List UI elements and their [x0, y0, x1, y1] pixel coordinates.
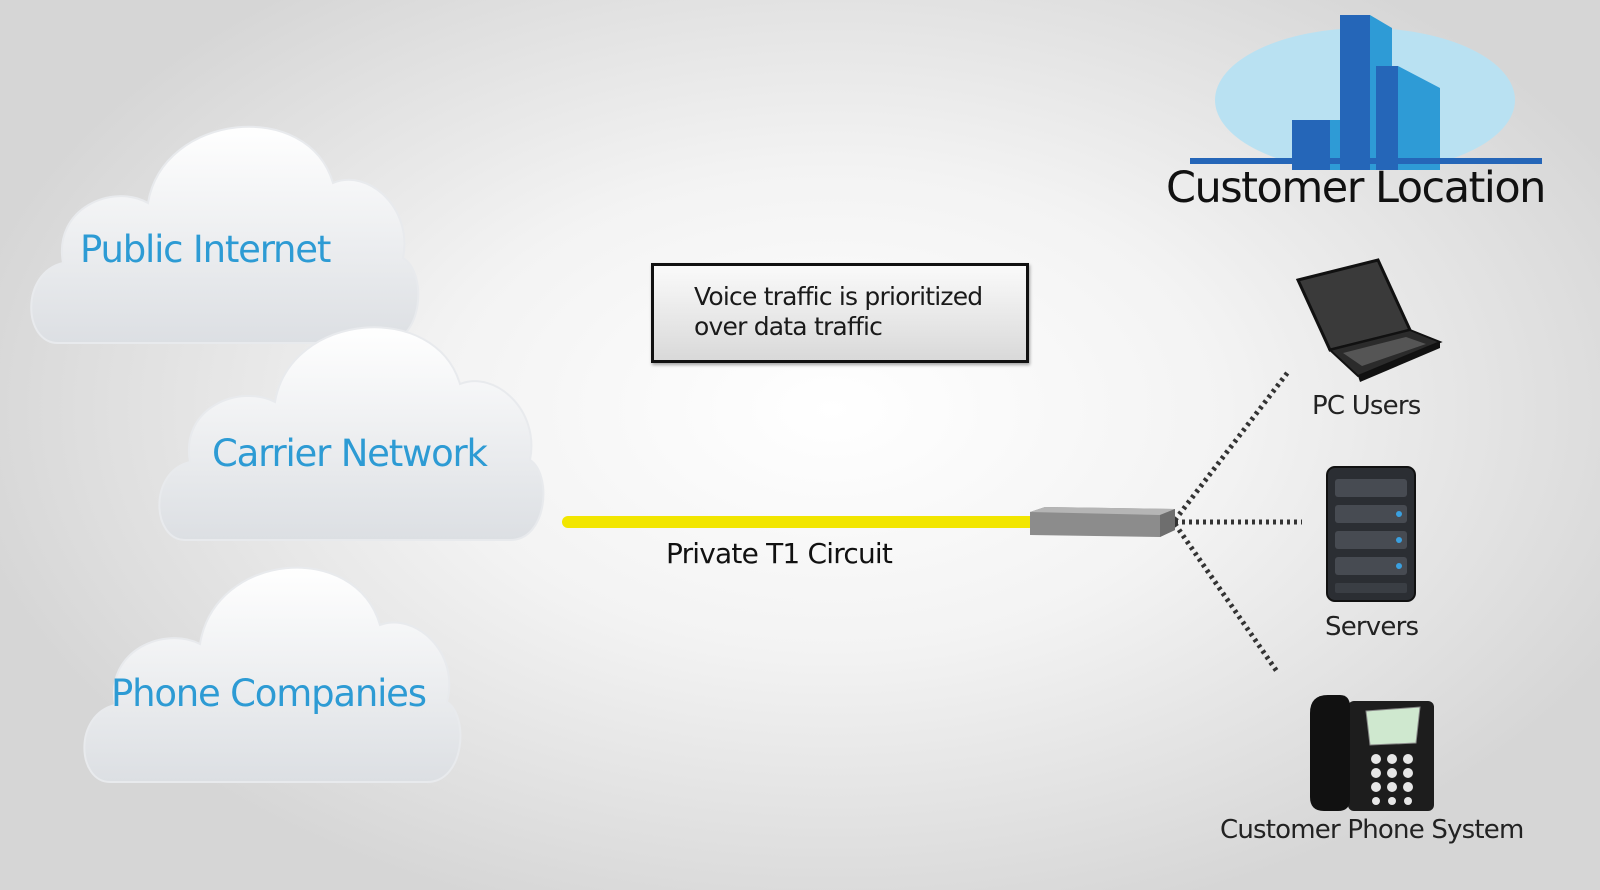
router-icon — [1030, 507, 1175, 537]
cloud-phone-companies — [83, 566, 462, 783]
desk-phone-icon — [1310, 695, 1434, 811]
note-line-1: Voice traffic is prioritized — [694, 282, 983, 311]
circuit-label: Private T1 Circuit — [666, 537, 893, 570]
laptop-icon — [1295, 258, 1443, 382]
device-label-servers: Servers — [1325, 612, 1419, 642]
cloud-carrier-network — [158, 326, 545, 541]
cloud-label-phone-companies: Phone Companies — [111, 672, 427, 715]
note-line-2: over data traffic — [694, 312, 883, 341]
building-icon — [1190, 15, 1542, 170]
voice-priority-note: Voice traffic is prioritized over data t… — [651, 263, 1029, 363]
cloud-label-public-internet: Public Internet — [80, 228, 331, 271]
cloud-label-carrier-network: Carrier Network — [212, 432, 488, 475]
device-label-phone-system: Customer Phone System — [1220, 815, 1524, 845]
dotted-link-pc — [1173, 370, 1290, 522]
server-icon — [1326, 466, 1416, 602]
device-label-pc-users: PC Users — [1312, 391, 1421, 421]
cloud-public-internet — [30, 125, 420, 344]
dotted-link-phone — [1172, 522, 1281, 675]
customer-location-title: Customer Location — [1166, 163, 1546, 213]
